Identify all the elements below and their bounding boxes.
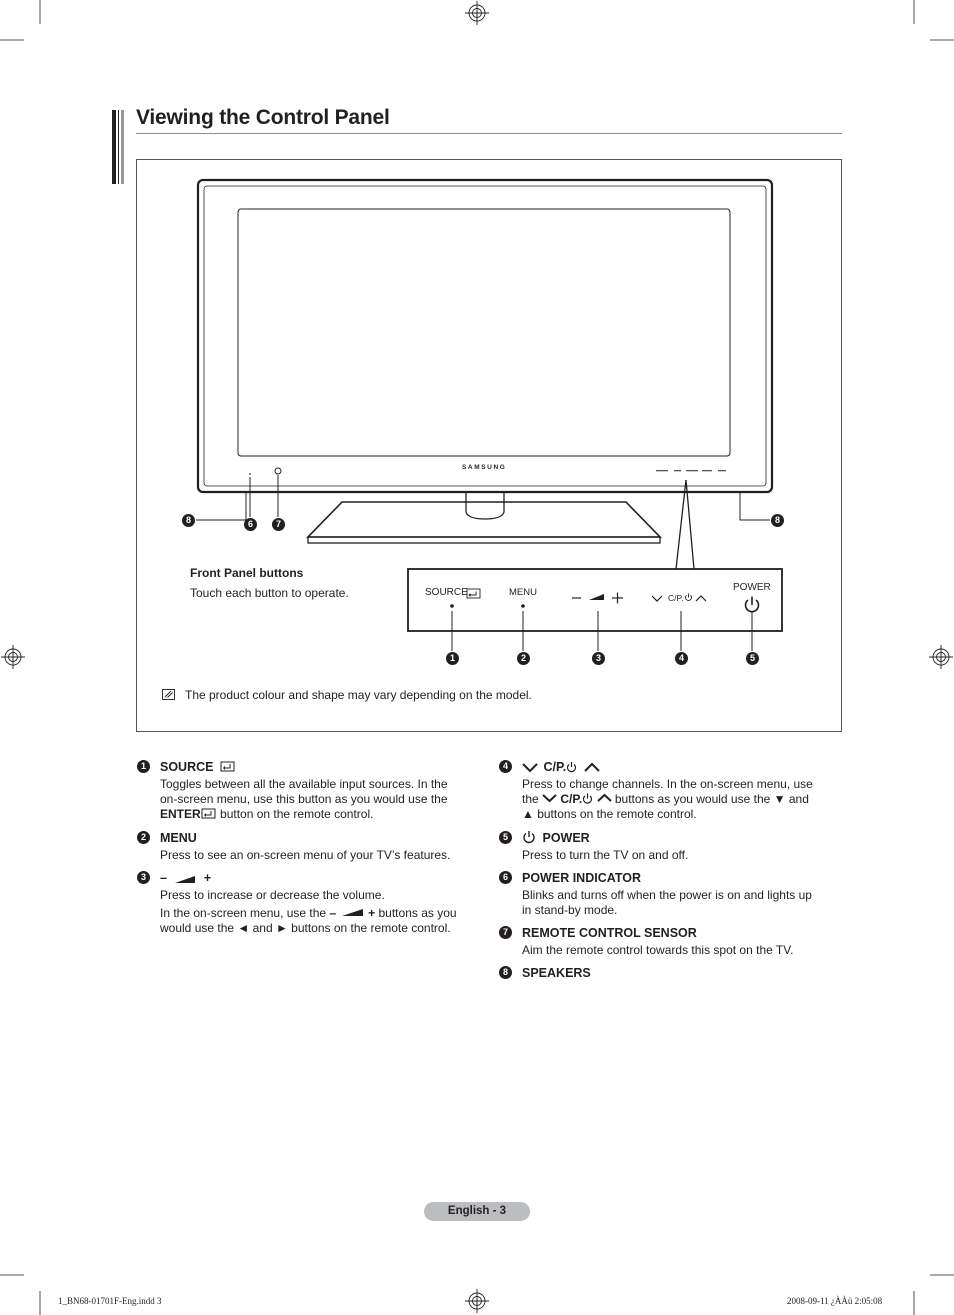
registration-mark-right [929, 645, 953, 669]
item-number: 4 [499, 760, 512, 773]
panel-label-power: POWER [733, 582, 771, 593]
diagram-frame [136, 159, 842, 732]
brand-logo: SAMSUNG [462, 464, 507, 471]
item-channel: 4 C/P. Press to change channels. In the … [499, 759, 819, 822]
item-body-cont: buttons as you would use the ▼ and ▲ but… [522, 792, 809, 821]
item-power-indicator: 6 POWER INDICATOR Blinks and turns off w… [499, 870, 819, 918]
page-number-badge: English - 3 [424, 1202, 530, 1221]
item-number: 6 [499, 871, 512, 884]
enter-icon [466, 588, 481, 599]
item-number: 5 [499, 831, 512, 844]
item-volume: 3 – + Press to increase or decrease the … [137, 870, 457, 936]
panel-label-channel: C/P. [668, 593, 684, 603]
item-heading: POWER [542, 831, 590, 845]
tv-illustration [196, 178, 783, 651]
callout-5: 5 [746, 652, 759, 665]
callout-7: 7 [272, 518, 285, 531]
item-power: 5 POWER Press to turn the TV on and off. [499, 830, 819, 863]
note-icon [162, 689, 175, 700]
volume-icon [175, 876, 196, 883]
item-body: Press to turn the TV on and off. [522, 848, 689, 862]
callout-8-left: 8 [182, 514, 195, 527]
enter-icon [201, 808, 216, 819]
power-icon [523, 831, 535, 844]
item-number: 2 [137, 831, 150, 844]
item-number: 8 [499, 966, 512, 979]
item-number: 3 [137, 871, 150, 884]
print-slug-file: 1_BN68-01701F-Eng.indd 3 [58, 1296, 162, 1306]
item-body-plus: + [368, 906, 376, 920]
item-body: Press to change channels. In the on-scre… [522, 777, 813, 806]
item-source: 1 SOURCE Toggles between all the availab… [137, 759, 457, 822]
callout-6: 6 [244, 518, 257, 531]
chevron-down-icon [542, 794, 557, 803]
item-heading: SPEAKERS [522, 966, 591, 980]
callout-4: 4 [675, 652, 688, 665]
registration-mark-left [1, 645, 25, 669]
callout-3: 3 [592, 652, 605, 665]
power-icon [583, 793, 593, 804]
power-icon [567, 762, 577, 773]
callout-2: 2 [517, 652, 530, 665]
item-body: Toggles between all the available input … [160, 777, 448, 806]
panel-label-source: SOURCE [425, 587, 468, 598]
front-panel-desc: Touch each button to operate. [190, 586, 349, 600]
chevron-up-icon [583, 762, 600, 772]
item-heading: C/P. [543, 760, 567, 774]
item-body-b2: buttons as you would use the ◄ and ► but… [160, 906, 457, 935]
callout-8-right: 8 [771, 514, 784, 527]
volume-icon [342, 909, 364, 916]
item-body-bold: ENTER [160, 807, 201, 821]
chevron-down-icon [522, 763, 538, 773]
item-heading: SOURCE [160, 760, 214, 774]
item-body-b1: In the on-screen menu, use the [160, 906, 327, 920]
callout-1: 1 [446, 652, 459, 665]
note-text: The product colour and shape may vary de… [185, 688, 532, 702]
item-body-minus: – [329, 906, 337, 920]
front-panel-title: Front Panel buttons [190, 566, 304, 580]
item-body: Aim the remote control towards this spot… [522, 943, 794, 957]
item-heading: REMOTE CONTROL SENSOR [522, 926, 697, 940]
item-heading-plus: + [203, 871, 212, 885]
item-number: 7 [499, 926, 512, 939]
item-heading-minus: – [160, 871, 167, 885]
item-heading: POWER INDICATOR [522, 871, 641, 885]
item-body: Press to increase or decrease the volume… [160, 888, 385, 902]
item-speakers: 8 SPEAKERS [499, 965, 819, 981]
item-heading: MENU [160, 831, 197, 845]
item-number: 1 [137, 760, 150, 773]
item-body: Blinks and turns off when the power is o… [522, 888, 812, 917]
item-menu: 2 MENU Press to see an on-screen menu of… [137, 830, 457, 863]
print-slug-date: 2008-09-11 ¿ÀÀü 2:05:08 [787, 1296, 883, 1306]
item-remote-sensor: 7 REMOTE CONTROL SENSOR Aim the remote c… [499, 925, 819, 958]
title-rule [136, 133, 842, 134]
title-accent-bar [112, 110, 124, 184]
item-body: Press to see an on-screen menu of your T… [160, 848, 451, 862]
item-body-cont: button on the remote control. [220, 807, 374, 821]
chevron-up-icon [596, 793, 612, 802]
registration-mark-bottom [465, 1289, 489, 1313]
enter-icon [220, 761, 235, 772]
registration-mark-top [465, 1, 489, 25]
power-icon [744, 596, 760, 613]
page-title: Viewing the Control Panel [136, 106, 390, 129]
item-body-bold: C/P. [560, 792, 583, 806]
panel-label-menu: MENU [509, 587, 537, 598]
